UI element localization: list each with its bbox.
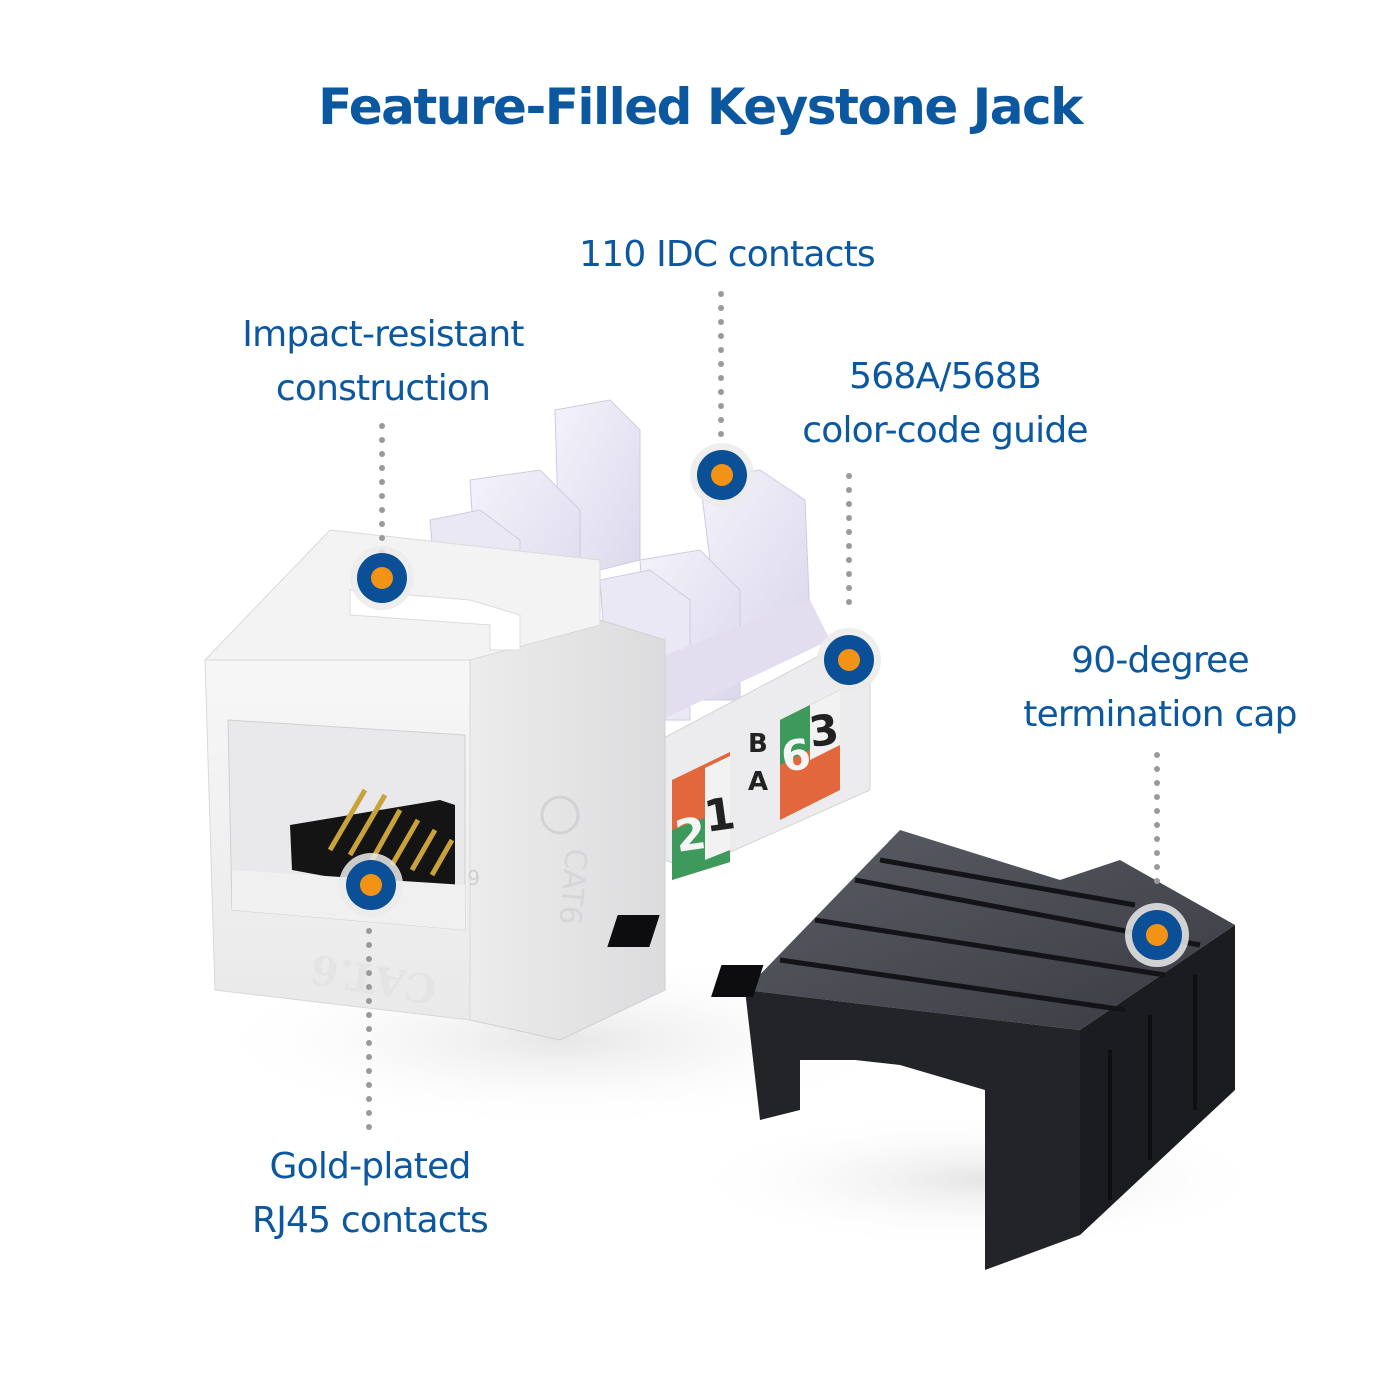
callout-line-cap [1154,752,1160,892]
callout-label-colorcode: 568A/568B color-code guide [802,356,1088,451]
callout-label-idc: 110 IDC contacts [579,234,876,275]
jack-side-marking: CAT6 [552,847,594,926]
guide-letter-a: A [748,767,768,797]
callout-label-gold: Gold-plated RJ45 contacts [252,1146,489,1241]
ul-mark [540,795,580,835]
cap-slot-2 [711,965,764,997]
hotspot-cap[interactable] [1125,903,1189,967]
callout-label-cap: 90-degree termination cap [1023,640,1297,735]
callout-line-idc [718,291,724,445]
callout-line-gold [366,928,372,1138]
guide-letter-b: B [748,729,768,759]
cap-slot-1 [607,915,660,947]
callout-line-colorcode [846,473,852,613]
color-code-panel: 2 1 B A 6 3 [659,649,871,880]
hotspot-impact[interactable] [350,546,414,610]
guide-digit-1: 1 [701,788,738,843]
hotspot-colorcode[interactable] [817,628,881,692]
guide-digit-3: 3 [806,704,842,757]
hotspot-idc[interactable] [690,443,754,507]
termination-cap [607,830,1235,1270]
callout-label-impact: Impact-resistant construction [242,314,524,409]
page-title: Feature-Filled Keystone Jack [318,78,1083,136]
gold-contacts [327,788,455,877]
guide-digit-2: 2 [672,808,709,863]
hotspot-gold[interactable] [339,853,403,917]
guide-digit-6: 6 [778,729,814,782]
jack-top-marking: 6 [467,865,480,889]
